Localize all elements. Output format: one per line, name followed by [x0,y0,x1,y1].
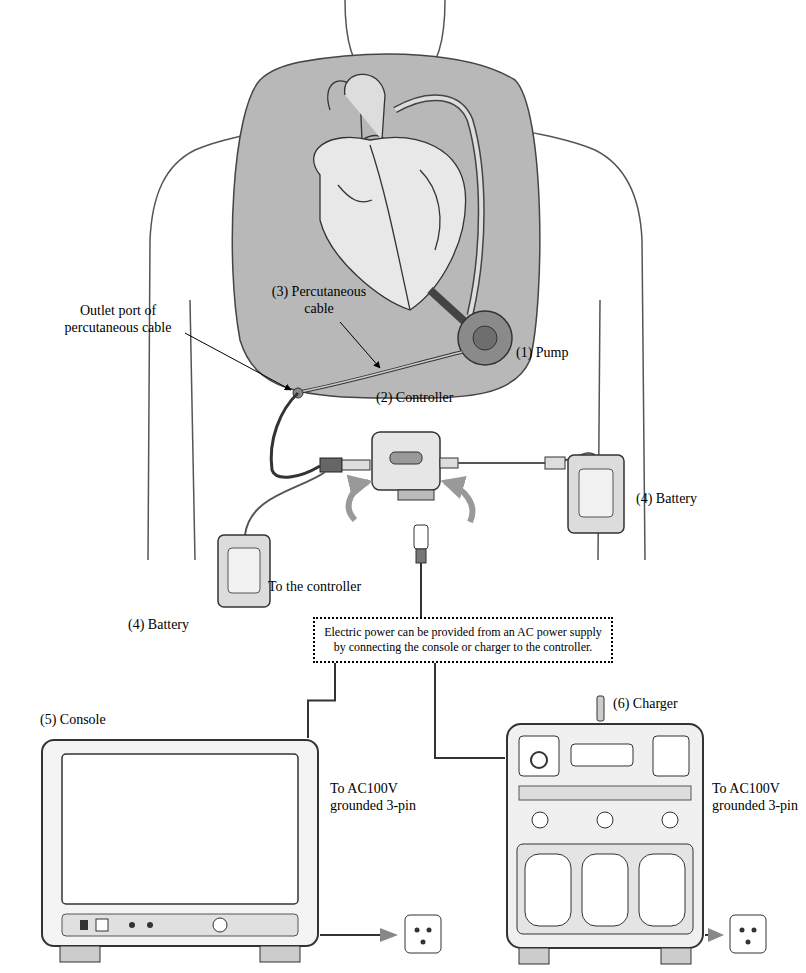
charger: (6) Charger [505,722,705,966]
power-cable [435,663,505,758]
callout-label: (4) Battery [636,490,697,507]
console-drawing [40,738,320,966]
charger-drawing [505,722,705,966]
callout-label: (1) Pump [516,344,569,361]
callout-label: (4) Battery [128,616,189,633]
note-box: Electric power can be provided from an A… [313,617,613,663]
callout-label: To the controller [268,578,361,595]
part-name: (6) Charger [613,696,678,712]
note-text: Electric power can be provided from an A… [323,625,603,655]
callout-label: To AC100V grounded 3-pin [712,780,804,814]
power-cable [308,663,335,738]
callout-label: Outlet port of percutaneous cable [48,302,188,336]
callout-label: (3) Percutaneous cable [260,283,378,317]
callout-label: To AC100V grounded 3-pin [330,780,448,814]
console: (5) Console [40,738,320,966]
part-name: (5) Console [40,712,106,728]
callout-label: (2) Controller [376,389,453,406]
